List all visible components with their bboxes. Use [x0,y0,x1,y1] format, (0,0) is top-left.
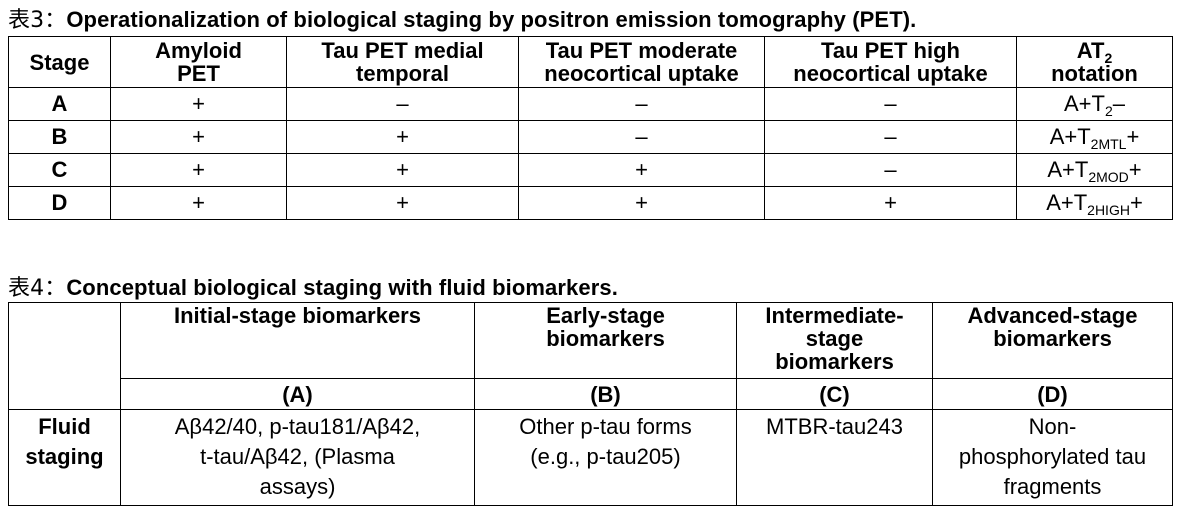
table3-caption: 表3：Operationalization of biological stag… [8,2,916,34]
high-cell: – [764,120,1017,154]
table-row: D + + + + A+T2HIGH+ [8,186,1173,220]
amyloid-cell: + [110,87,287,121]
col-header-initial: Initial-stage biomarkers [120,302,475,379]
table-row: B + + – – A+T2MTL+ [8,120,1173,154]
early-stage-cell: Other p-tau forms(e.g., p-tau205) [474,409,737,506]
col-header-stage: Stage [8,36,111,88]
high-cell: + [764,186,1017,220]
high-cell: – [764,87,1017,121]
stage-code-c: (C) [736,378,933,410]
table4-caption-prefix: 表4： [8,276,67,301]
empty-corner-cell [8,302,121,410]
at-notation-cell: A+T2MOD+ [1016,153,1173,187]
moderate-cell: – [518,120,765,154]
moderate-cell: + [518,186,765,220]
amyloid-cell: + [110,120,287,154]
stage-cell: D [8,186,111,220]
intermediate-stage-cell: MTBR-tau243 [736,409,933,506]
stage-code-a: (A) [120,378,475,410]
table3-caption-text: Operationalization of biological staging… [66,7,917,32]
table4-caption: 表4：Conceptual biological staging with fl… [8,270,618,302]
high-cell: – [764,153,1017,187]
at-notation-cell: A+T2HIGH+ [1016,186,1173,220]
medial-cell: + [286,186,519,220]
stage-cell: A [8,87,111,121]
moderate-cell: – [518,87,765,121]
at-notation-cell: A+T2MTL+ [1016,120,1173,154]
table3-caption-prefix: 表3： [8,8,67,33]
at-notation-cell: A+T2– [1016,87,1173,121]
stage-cell: C [8,153,111,187]
initial-stage-cell: Aβ42/40, p-tau181/Aβ42,t-tau/Aβ42, (Plas… [120,409,475,506]
stage-code-row: (A) (B) (C) (D) [9,378,1173,410]
stage-cell: B [8,120,111,154]
stage-code-d: (D) [932,378,1173,410]
medial-cell: – [286,87,519,121]
table-row: A + – – – A+T2– [8,87,1173,121]
table4-caption-text: Conceptual biological staging with fluid… [66,275,618,300]
moderate-cell: + [518,153,765,187]
medial-cell: + [286,120,519,154]
stage-code-b: (B) [474,378,737,410]
medial-cell: + [286,153,519,187]
amyloid-cell: + [110,186,287,220]
amyloid-cell: + [110,153,287,187]
table-row: C + + + – A+T2MOD+ [8,153,1173,187]
